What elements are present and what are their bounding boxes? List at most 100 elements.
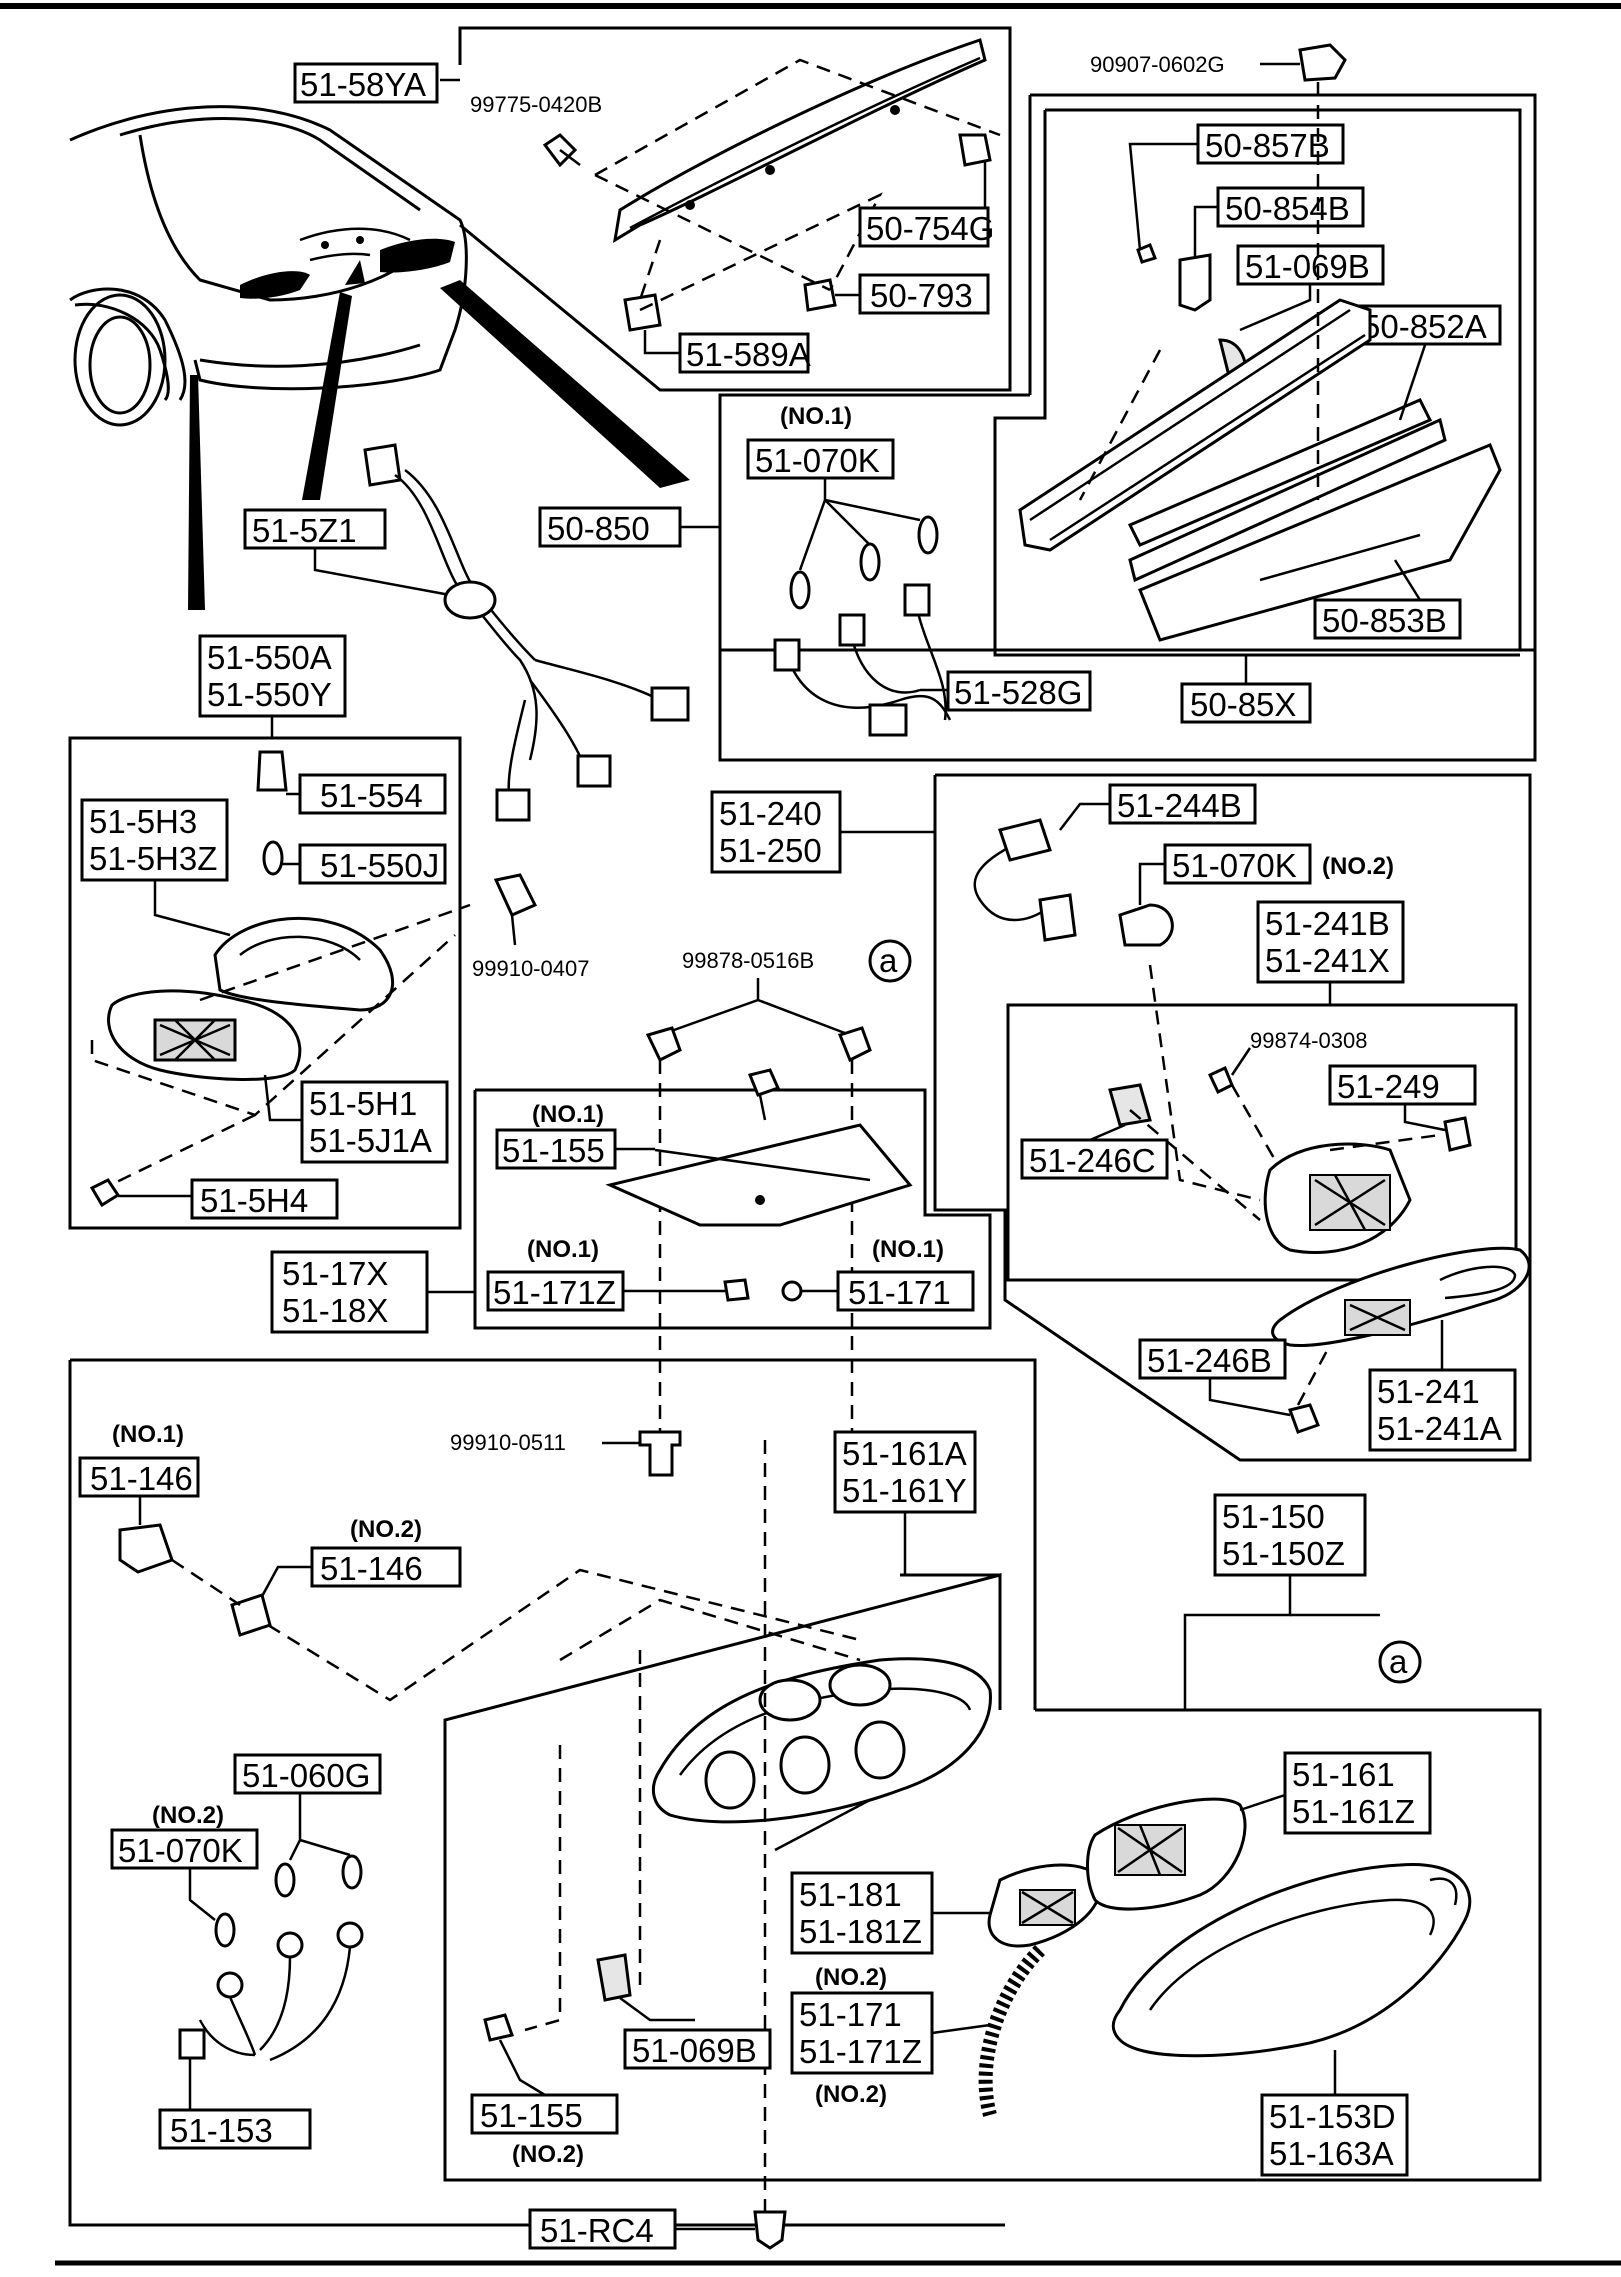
label-51-5H3: 51-5H3 bbox=[89, 803, 197, 840]
label-51-241: 51-241 bbox=[1377, 1373, 1480, 1410]
label-51-240: 51-240 bbox=[719, 795, 822, 832]
note-no1-155: (NO.1) bbox=[532, 1101, 604, 1128]
frame-50-850 bbox=[718, 395, 1537, 762]
label-50-754G: 50-754G bbox=[866, 210, 994, 247]
nut-51-171Z-a bbox=[723, 1278, 750, 1302]
label-51-528G: 51-528G bbox=[954, 674, 1082, 711]
seal-51-171 bbox=[978, 1945, 1046, 2117]
bezel-51-5H3 bbox=[213, 916, 395, 1012]
label-51-554: 51-554 bbox=[320, 777, 423, 814]
clip-51-249 bbox=[1443, 1116, 1472, 1152]
lamp-bore-3 bbox=[854, 1720, 906, 1780]
label-51-171Z-b: 51-171Z bbox=[799, 2033, 922, 2070]
clip-50-793 bbox=[803, 278, 837, 312]
screw-99874 bbox=[1208, 1065, 1234, 1095]
frame-lower-left bbox=[68, 1360, 1005, 2227]
label-51-589A: 51-589A bbox=[686, 336, 811, 373]
label-51-17X: 51-17X bbox=[282, 1255, 388, 1292]
label-51-146-a: 51-146 bbox=[90, 1460, 193, 1497]
label-51-246C: 51-246C bbox=[1029, 1142, 1156, 1179]
label-51-5J1A: 51-5J1A bbox=[309, 1122, 432, 1159]
label-51-250: 51-250 bbox=[719, 832, 822, 869]
bracket-50-854B bbox=[1178, 253, 1212, 312]
lamp-bore-2 bbox=[779, 1735, 831, 1795]
label-box bbox=[293, 62, 439, 104]
connector-harness-c bbox=[495, 788, 531, 822]
socket-1 bbox=[773, 638, 801, 672]
screw-99878-b bbox=[838, 1026, 872, 1063]
note-no2-155: (NO.2) bbox=[512, 2141, 584, 2168]
label-51-5H4: 51-5H4 bbox=[200, 1182, 308, 1219]
spoiler-part bbox=[612, 38, 987, 243]
bulb-51-060G-1 bbox=[274, 1862, 296, 1898]
label-51-060G: 51-060G bbox=[242, 1757, 370, 1794]
label-51-RC4: 51-RC4 bbox=[540, 2212, 654, 2249]
screw-99878-a bbox=[645, 1026, 682, 1063]
label-50-854B: 50-854B bbox=[1225, 190, 1350, 227]
label-51-070K-c: 51-070K bbox=[118, 1832, 243, 1869]
bulb-51-070K-1 bbox=[789, 570, 811, 610]
note-no2-171b: (NO.2) bbox=[815, 2081, 887, 2108]
label-50-853B: 50-853B bbox=[1322, 602, 1447, 639]
part-51-246C bbox=[1108, 1083, 1152, 1127]
nut-90907 bbox=[1298, 43, 1347, 82]
note-no1-171: (NO.1) bbox=[872, 1236, 944, 1263]
ref-circle-a-2 bbox=[1378, 1640, 1422, 1684]
label-51-069B-top: 51-069B bbox=[1245, 248, 1370, 285]
clip-99910-0407 bbox=[493, 873, 538, 917]
screw-51-246B bbox=[1288, 1403, 1320, 1434]
label-51-069B-bottom: 51-069B bbox=[632, 2032, 757, 2069]
label-99878-0516B: 99878-0516B bbox=[682, 948, 814, 973]
bulb-51-070K-c bbox=[214, 1912, 236, 1948]
label-51-150Z: 51-150Z bbox=[1222, 1535, 1345, 1572]
label-51-5H1: 51-5H1 bbox=[309, 1085, 417, 1122]
label-51-161Z: 51-161Z bbox=[1292, 1793, 1415, 1830]
socket-3 bbox=[903, 583, 931, 617]
label-51-161Y: 51-161Y bbox=[842, 1472, 967, 1509]
frame-51-17X bbox=[473, 1088, 992, 1330]
panel-50-853B bbox=[1138, 443, 1502, 642]
label-51-249: 51-249 bbox=[1337, 1068, 1440, 1105]
label-51-58YA: 51-58YA bbox=[300, 66, 426, 103]
label-51-5Z1: 51-5Z1 bbox=[252, 512, 357, 549]
label-51-171Z-a: 51-171Z bbox=[493, 1274, 616, 1311]
clip-50-754G bbox=[958, 133, 992, 167]
strip-50-852A bbox=[1128, 417, 1447, 583]
socket-51-146-a bbox=[118, 1523, 174, 1574]
bulb-51-070K-3 bbox=[917, 515, 939, 555]
screw-51-155-b bbox=[483, 2013, 514, 2042]
label-51-181Z: 51-181Z bbox=[799, 1913, 922, 1950]
plate-51-17X bbox=[605, 1123, 913, 1227]
label-51-155-a: 51-155 bbox=[502, 1132, 605, 1169]
label-90907-0602G: 90907-0602G bbox=[1090, 52, 1225, 77]
frame-51-241B bbox=[1006, 1003, 1518, 1282]
bulb-51-070K-b bbox=[1118, 903, 1174, 947]
label-51-161A: 51-161A bbox=[842, 1435, 967, 1472]
label-50-85X: 50-85X bbox=[1190, 686, 1296, 723]
note-no1-171z: (NO.1) bbox=[527, 1236, 599, 1263]
label-51-550Y: 51-550Y bbox=[207, 676, 332, 713]
part-51-069B-bottom bbox=[596, 1953, 632, 2002]
label-51-171-a: 51-171 bbox=[848, 1274, 951, 1311]
garnish-50-852A-frame bbox=[1018, 298, 1372, 552]
label-99775-0420B: 99775-0420B bbox=[470, 92, 602, 117]
grommet-51-RC4 bbox=[753, 2210, 787, 2250]
label-99910-0511: 99910-0511 bbox=[450, 1430, 566, 1455]
label-51-150: 51-150 bbox=[1222, 1498, 1325, 1535]
grommet-99910-0511 bbox=[638, 1430, 682, 1477]
label-51-153D: 51-153D bbox=[1269, 2098, 1396, 2135]
label-51-146-b: 51-146 bbox=[320, 1550, 423, 1587]
label-51-241B: 51-241B bbox=[1265, 905, 1390, 942]
label-51-550A: 51-550A bbox=[207, 639, 332, 676]
ref-a-2: a bbox=[1389, 1643, 1408, 1680]
label-51-153: 51-153 bbox=[170, 2112, 273, 2149]
label-99874-0308: 99874-0308 bbox=[1250, 1028, 1367, 1053]
label-99910-0407: 99910-0407 bbox=[472, 956, 589, 981]
screw-51-5H4 bbox=[89, 1178, 121, 1208]
frame-51-240 bbox=[933, 773, 1532, 1462]
bulb-51-060G-2 bbox=[341, 1854, 363, 1890]
bulb-51-070K-2 bbox=[859, 542, 881, 582]
nut-51-171-a bbox=[781, 1280, 803, 1302]
socket-51-244B bbox=[998, 818, 1052, 862]
bulb-51-550J bbox=[262, 840, 284, 876]
